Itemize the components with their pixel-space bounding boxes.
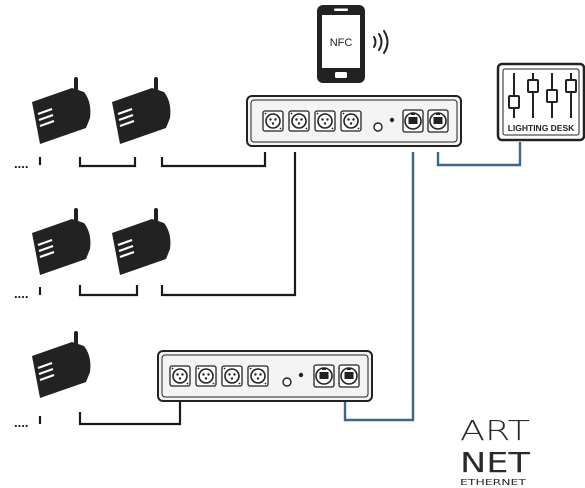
xlr-port	[314, 110, 336, 132]
dmx-cable-row2-c	[160, 152, 297, 297]
fixture-row-2	[30, 208, 173, 277]
fixture-icon	[30, 331, 93, 400]
xlr-port	[262, 110, 284, 132]
ethernet-cable-node-link	[343, 152, 415, 422]
node-top	[246, 95, 462, 147]
ethernet-cables	[343, 142, 522, 422]
dmx-cables	[38, 152, 297, 426]
status-led	[389, 117, 395, 123]
xlr-port	[340, 110, 362, 132]
chain-dots-row1: ....	[14, 156, 28, 171]
fixture-icon	[110, 208, 173, 277]
chain-dots-row3: ....	[14, 415, 28, 430]
xlr-port	[195, 365, 217, 387]
fixture-row-3	[30, 331, 93, 400]
node-bottom	[157, 350, 373, 402]
artnet-logo: ART NET ETHERNET	[460, 414, 531, 487]
fixture-row-1	[30, 77, 173, 146]
ethercon-port	[338, 364, 360, 388]
lighting-desk: LIGHTING DESK	[496, 62, 585, 142]
reset-button	[373, 122, 383, 132]
ethercon-port	[427, 109, 449, 133]
fixture-icon	[110, 77, 173, 146]
dmx-cable-row2-b	[78, 285, 139, 297]
chain-dots-row2: ....	[14, 286, 28, 301]
nfc-waves-icon	[373, 30, 389, 54]
ethernet-cable-desk	[436, 142, 522, 167]
phone-icon: NFC	[317, 5, 365, 83]
fixture-icon	[30, 77, 93, 146]
dmx-cable-row1-c	[160, 152, 267, 168]
artnet-logo-line1: ART	[460, 414, 530, 447]
status-led	[298, 372, 304, 378]
xlr-port	[247, 365, 269, 387]
reset-button	[282, 377, 292, 387]
ethercon-port	[313, 364, 335, 388]
xlr-port	[288, 110, 310, 132]
fixture-icon	[30, 208, 93, 277]
artnet-logo-line2: NET	[460, 446, 531, 479]
ethercon-port	[402, 109, 424, 133]
artnet-logo-sub: ETHERNET	[460, 478, 526, 487]
xlr-port	[169, 365, 191, 387]
dmx-cable-row1-b	[78, 157, 137, 168]
phone-screen-label: NFC	[330, 37, 353, 49]
dmx-cable-row3-b	[78, 400, 182, 426]
xlr-port	[221, 365, 243, 387]
desk-label: LIGHTING DESK	[508, 123, 575, 133]
